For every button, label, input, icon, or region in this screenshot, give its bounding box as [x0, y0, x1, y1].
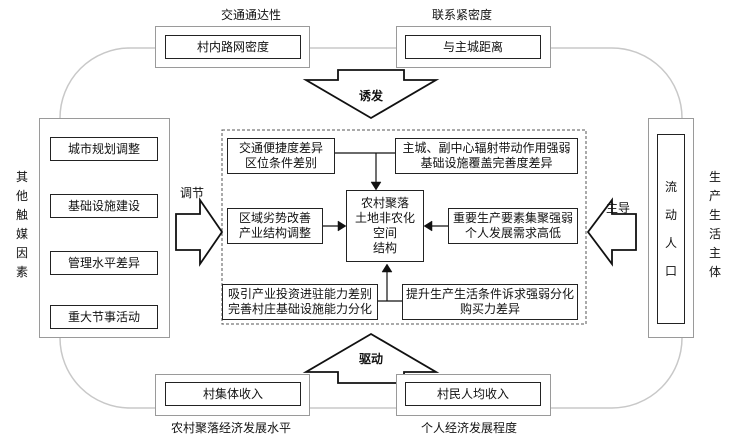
mid-right-factor-line2: 个人发展需求高低	[464, 226, 561, 240]
left-item-planning: 城市规划调整	[50, 137, 158, 161]
drive-label: 驱动	[359, 352, 384, 366]
core-box: 农村聚落 土地非农化 空间 结构	[346, 190, 424, 262]
induce-label: 诱发	[359, 89, 384, 103]
bottom-right-factor: 提升生产生活条件诉求强弱分化 购买力差异	[402, 284, 578, 320]
mid-left-factor: 区域劣势改善 产业结构调整	[227, 208, 323, 244]
bottom-left-box: 村集体收入	[165, 382, 301, 406]
left-side-title: 其他触媒因素	[15, 170, 28, 279]
left-item-management: 管理水平差异	[50, 251, 158, 275]
floating-population-label: 流动人口	[664, 180, 677, 278]
bottom-right-box: 村民人均收入	[405, 382, 541, 406]
left-item-events: 重大节事活动	[50, 305, 158, 329]
regulate-label: 调节	[180, 186, 205, 200]
right-side-title: 生产生活主体	[708, 170, 721, 279]
top-left-factor-line1: 交通便捷度差异	[238, 141, 323, 155]
top-right-factor-line2: 基础设施覆盖完善度差异	[420, 156, 553, 170]
top-right-factor: 主城、副中心辐射带动作用强弱 基础设施覆盖完善度差异	[395, 138, 578, 174]
mid-right-factor-line1: 重要生产要素集聚强弱	[452, 211, 573, 225]
core-line1: 农村聚落	[360, 196, 409, 210]
bottom-left-factor: 吸引产业投资进驻能力差别 完善村庄基础设施能力分化	[222, 284, 378, 320]
mid-left-factor-line1: 区域劣势改善	[238, 211, 311, 225]
mid-left-factor-line2: 产业结构调整	[238, 226, 311, 240]
bottom-right-title: 个人经济发展程度	[421, 421, 518, 435]
bottom-right-factor-line2: 购买力差异	[459, 302, 520, 316]
top-left-factor-line2: 区位条件差别	[244, 156, 317, 170]
lead-label: 主导	[606, 201, 631, 215]
drive-arrow	[302, 332, 440, 384]
core-line2: 土地非农化	[354, 211, 415, 225]
bottom-left-factor-line2: 完善村庄基础设施能力分化	[227, 302, 372, 316]
core-connectors	[323, 152, 448, 302]
core-line3: 空间	[372, 226, 397, 240]
induce-arrow	[302, 69, 440, 120]
bottom-right-factor-line1: 提升生产生活条件诉求强弱分化	[405, 287, 574, 301]
top-left-box: 村内路网密度	[165, 35, 301, 59]
right-box-floating-population: 流动人口	[657, 134, 685, 324]
left-item-infrastructure: 基础设施建设	[50, 194, 158, 218]
core-line4: 结构	[372, 241, 397, 255]
lead-arrow	[586, 197, 637, 267]
bottom-left-title: 农村聚落经济发展水平	[171, 421, 292, 435]
top-right-title: 联系紧密度	[432, 8, 493, 22]
center-dashed-frame	[221, 129, 587, 325]
top-right-box: 与主城距离	[405, 35, 541, 59]
top-left-title: 交通通达性	[221, 8, 282, 22]
mid-right-factor: 重要生产要素集聚强弱 个人发展需求高低	[448, 208, 578, 244]
bottom-left-factor-line1: 吸引产业投资进驻能力差别	[227, 287, 372, 301]
regulate-arrow	[175, 197, 224, 267]
top-left-factor: 交通便捷度差异 区位条件差别	[227, 138, 335, 174]
top-right-factor-line1: 主城、副中心辐射带动作用强弱	[402, 141, 571, 155]
